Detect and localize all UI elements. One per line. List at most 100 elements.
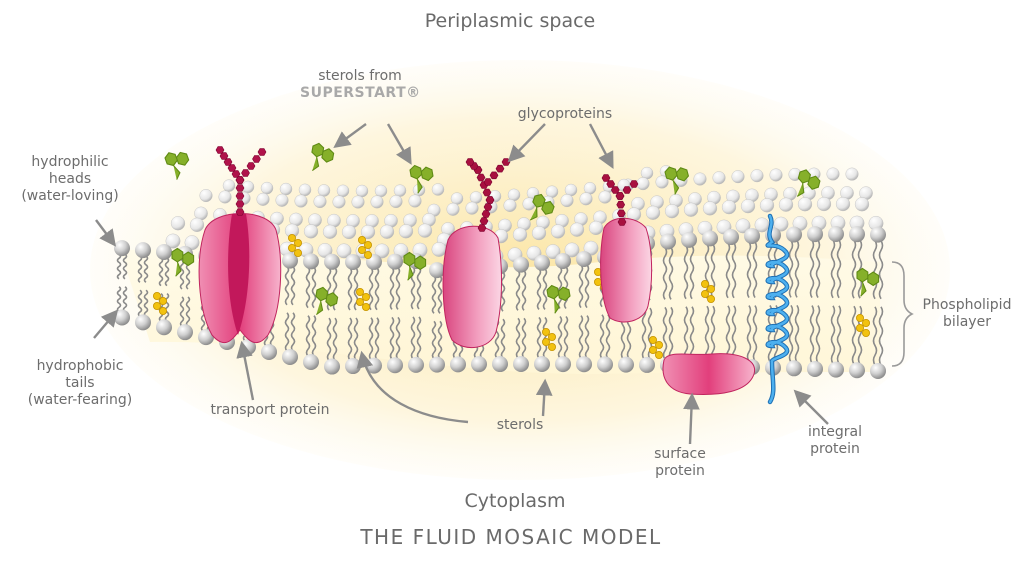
phospholipid-head — [135, 314, 151, 330]
phospholipid-head — [408, 357, 424, 373]
phospholipid-head — [387, 357, 403, 373]
phospholipid-head — [304, 224, 318, 238]
glyco-bead — [616, 193, 624, 200]
phospholipid-head — [744, 228, 760, 244]
phospholipid-head — [295, 195, 308, 208]
phospholipid-head — [324, 254, 340, 270]
glyco-bead — [618, 219, 626, 226]
phospholipid-head — [409, 195, 422, 208]
phospholipid-head — [390, 195, 403, 208]
phospholipid-head — [177, 324, 193, 340]
glycoprotein-body — [601, 218, 652, 322]
phospholipid-head — [282, 349, 298, 365]
phospholipid-head — [702, 230, 718, 246]
phospholipid-head — [722, 200, 736, 214]
phospholipid-head — [356, 185, 368, 197]
label-glycoproteins: glycoproteins — [500, 106, 630, 123]
phospholipid-head — [314, 195, 327, 208]
phospholipid-head — [471, 356, 487, 372]
phospholipid-head — [323, 225, 337, 239]
glyco-bead — [236, 185, 244, 192]
phospholipid-head — [646, 206, 660, 220]
label-hydrophilic-heads: hydrophilic heads (water-loving) — [0, 154, 140, 205]
glyco-bead — [482, 211, 490, 218]
phospholipid-head — [345, 358, 361, 374]
phospholipid-head — [513, 257, 529, 273]
phospholipid-head — [466, 202, 479, 215]
phospholipid-head — [303, 253, 319, 269]
phospholipid-head — [261, 344, 277, 360]
phospholipid-head — [114, 309, 130, 325]
phospholipid-head — [555, 253, 571, 269]
phospholipid-head — [380, 225, 394, 239]
phospholipid-head — [135, 242, 151, 258]
phospholipid-head — [665, 204, 679, 218]
phospholipid-head — [637, 177, 650, 190]
glyco-bead — [490, 172, 498, 179]
label-sterols-from: sterols from SUPERSTART® — [300, 68, 420, 102]
phospholipid-head — [303, 354, 319, 370]
glyco-bead — [486, 197, 494, 204]
phospholipid-head — [299, 184, 311, 196]
phospholipid-head — [576, 251, 592, 267]
phospholipid-head — [589, 221, 603, 235]
glyco-bead — [496, 165, 504, 172]
phospholipid-head — [551, 224, 565, 238]
phospholipid-head — [156, 244, 172, 260]
phospholipid-head — [703, 201, 717, 215]
glyco-bead — [623, 187, 631, 194]
phospholipid-head — [684, 203, 698, 217]
glyco-bead — [478, 225, 486, 232]
phospholipid-head — [580, 193, 593, 206]
region-top-label: Periplasmic space — [330, 10, 690, 32]
phospholipid-head — [504, 199, 517, 212]
glyco-bead — [236, 193, 244, 200]
phospholipid-head — [660, 234, 676, 250]
phospholipid-head — [576, 356, 592, 372]
phospholipid-head — [261, 182, 273, 194]
phospholipid-head — [732, 170, 745, 183]
phospholipid-head — [394, 185, 406, 197]
phospholipid-head — [429, 262, 445, 278]
glyco-bead — [630, 181, 638, 188]
phospholipid-head — [513, 356, 529, 372]
phospholipid-head — [371, 196, 384, 209]
glyco-bead — [617, 210, 625, 217]
phospholipid-head — [817, 197, 831, 211]
phospholipid-head — [276, 194, 289, 207]
phospholipid-head — [200, 189, 213, 202]
glyco-bead — [502, 159, 510, 166]
region-bottom-label: Cytoplasm — [400, 490, 630, 512]
glyco-bead — [484, 204, 492, 211]
glyco-bead — [258, 149, 266, 156]
phospholipid-head — [432, 242, 446, 256]
phospholipid-head — [561, 194, 574, 207]
label-transport-protein: transport protein — [185, 402, 355, 419]
phospholipid-head — [114, 240, 130, 256]
glyco-bead — [216, 147, 224, 154]
label-sterols-from-text: sterols from — [300, 68, 420, 85]
phospholipid-head — [681, 232, 697, 248]
glyco-bead — [247, 163, 255, 170]
model-title: THE FLUID MOSAIC MODEL — [0, 525, 1022, 549]
phospholipid-head — [223, 180, 235, 192]
phospholipid-head — [342, 225, 356, 239]
phospholipid-head — [375, 185, 387, 197]
surface-protein — [663, 354, 755, 395]
phospholipid-head — [713, 171, 726, 184]
phospholipid-head — [846, 168, 859, 181]
phospholipid-head — [618, 357, 634, 373]
phospholipid-head — [849, 226, 865, 242]
glyco-bead — [236, 201, 244, 208]
phospholipid-head — [387, 254, 403, 270]
phospholipid-head — [280, 183, 292, 195]
phospholipid-head — [639, 357, 655, 373]
phospholipid-head — [432, 183, 444, 195]
glyco-bead — [242, 170, 250, 177]
phospholipid-head — [345, 254, 361, 270]
phospholipid-head — [337, 185, 349, 197]
phospholipid-head — [786, 360, 802, 376]
label-surface-protein: surface protein — [625, 446, 735, 480]
